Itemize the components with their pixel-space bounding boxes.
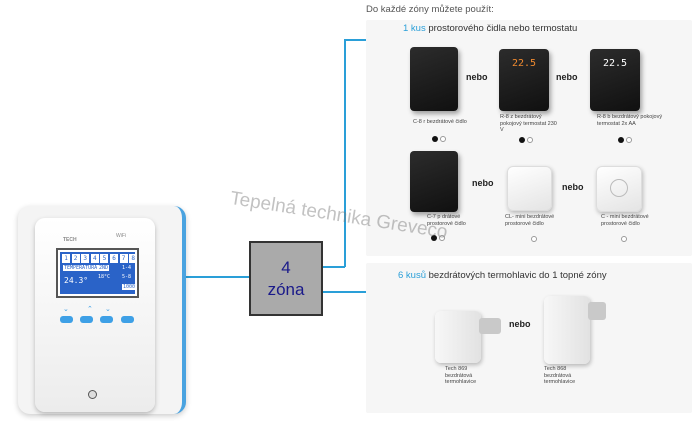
nebo-label: nebo	[509, 319, 531, 329]
sensors-title-rest: prostorového čidla nebo termostatu	[425, 23, 578, 34]
swatch-black	[618, 137, 624, 143]
screen-cell-2nd: 2ND	[98, 265, 110, 271]
valves-title-rest: bezdrátových termohlavic do 1 topné zóny	[426, 270, 607, 281]
connector-line	[323, 291, 375, 293]
device-c8r	[410, 47, 458, 111]
screen-cell-1-4: 1-4	[122, 265, 132, 271]
sensors-panel-title: 1 kus prostorového čidla nebo termostatu	[403, 23, 577, 34]
nebo-label: nebo	[466, 72, 488, 82]
swatch-white	[527, 137, 533, 143]
swatch-white	[621, 236, 627, 242]
connector-line	[344, 39, 346, 267]
valve-stem	[479, 318, 501, 334]
screen-temp-label: TEMPERATURA	[63, 265, 99, 271]
swatch-white	[440, 136, 446, 142]
caption-c7p: C-7 p drátové prostorové čidlo	[427, 214, 466, 227]
controller-brand: TECH	[63, 237, 77, 243]
device-cl-mini	[507, 166, 552, 211]
screen-zone-cell: 2	[71, 254, 80, 263]
caption-tech869: Tech 869 bezdrátová termohlavice	[445, 366, 477, 385]
nebo-label: nebo	[556, 72, 578, 82]
device-c7p	[410, 151, 458, 212]
device-tech868	[544, 296, 590, 364]
controller-button-3[interactable]	[100, 316, 113, 323]
swatch-black	[519, 137, 525, 143]
r8b-display: 22.5	[602, 58, 628, 69]
caption-cl: CL- mini bezdrátové prostorové čidlo	[505, 214, 555, 227]
swatch-black	[431, 235, 437, 241]
sensors-qty: 1 kus	[403, 23, 426, 34]
screen-cell-5-8: 5-8	[122, 274, 132, 280]
swatch-white	[626, 137, 632, 143]
chevron-up-icon: ⌃	[87, 306, 93, 313]
controller-button-4[interactable]	[121, 316, 134, 323]
connector-line	[323, 266, 345, 268]
chevron-down-icon: ⌄	[105, 306, 111, 313]
controller-screw-icon	[88, 390, 97, 399]
caption-tech868: Tech 868 bezdrátová termohlavice	[544, 366, 576, 385]
screen-zone-cell: 5	[100, 254, 109, 263]
valves-panel-title: 6 kusů bezdrátových termohlavic do 1 top…	[398, 270, 607, 281]
controller-button-1[interactable]	[60, 316, 73, 323]
chevron-down-icon: ⌄	[63, 306, 69, 313]
connector-line	[344, 39, 374, 41]
screen-cell-1000: 1000	[122, 284, 135, 290]
screen-zone-cell: 7	[119, 254, 128, 263]
screen-cell-setpoint: 18°C	[98, 274, 111, 280]
device-r8b	[590, 49, 640, 111]
zone-number: 4	[281, 258, 291, 277]
swatch-white	[531, 236, 537, 242]
caption-cmini: C - mini bezdrátové prostorové čidlo	[601, 214, 649, 227]
nebo-label: nebo	[472, 178, 494, 188]
screen-temp-value: 24.3°	[64, 276, 89, 285]
valve-stem	[588, 302, 606, 320]
device-c-mini	[596, 166, 642, 212]
screen-zone-cell: 6	[110, 254, 118, 263]
screen-zone-cell: 4	[90, 254, 99, 263]
controller-button-2[interactable]	[80, 316, 93, 323]
valves-qty: 6 kusů	[398, 270, 426, 281]
screen-zone-cell: 1	[62, 254, 70, 263]
nebo-label: nebo	[562, 182, 584, 192]
header-text: Do každé zóny můžete použít:	[366, 4, 494, 15]
device-r8z	[499, 49, 549, 111]
screen-zone-cell: 8	[129, 254, 135, 263]
connector-line	[181, 276, 249, 278]
caption-r8z: R-8 z bezdrátový pokojový termostat 230 …	[500, 114, 557, 133]
controller-wifi-label: WiFi	[116, 233, 126, 239]
valves-panel	[366, 263, 692, 413]
swatch-black	[432, 136, 438, 142]
caption-r8b: R-8 b bezdrátový pokojový termostat 2x A…	[597, 114, 663, 127]
device-tech869	[435, 311, 481, 363]
zone-box: 4 zóna	[249, 241, 323, 316]
caption-c8r: C-8 r bezdrátové čidlo	[413, 119, 467, 125]
screen-zone-cell: 3	[81, 254, 90, 263]
zone-label: zóna	[267, 280, 305, 299]
dial-icon	[610, 179, 628, 197]
r8z-display: 22.5	[511, 58, 537, 69]
swatch-white	[439, 235, 445, 241]
